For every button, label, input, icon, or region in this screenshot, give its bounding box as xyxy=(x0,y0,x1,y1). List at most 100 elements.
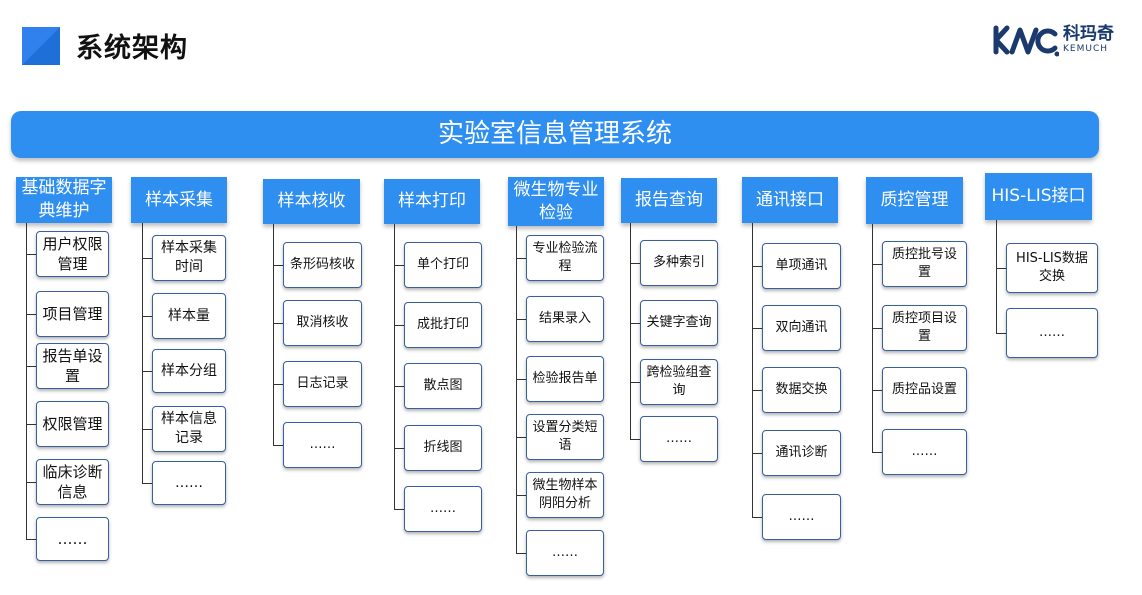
module-item: …… xyxy=(762,494,841,540)
tree-branch-line xyxy=(142,316,152,317)
module-item: 关键字查询 xyxy=(640,300,718,346)
tree-branch-line xyxy=(752,266,762,267)
module-item: 权限管理 xyxy=(36,401,109,447)
module-item: 报告单设置 xyxy=(36,343,109,389)
tree-branch-line xyxy=(872,328,882,329)
module-item: …… xyxy=(283,422,362,468)
tree-branch-line xyxy=(996,333,1006,334)
module-item: 质控批号设置 xyxy=(882,241,967,287)
module-header: HIS-LIS接口 xyxy=(985,173,1092,220)
brand-logo: 科玛奇 KEMUCH xyxy=(993,22,1114,58)
module-item: 折线图 xyxy=(404,425,482,471)
tree-branch-line xyxy=(394,265,404,266)
module-header: 基础数据字典维护 xyxy=(16,177,112,223)
module-item: 质控品设置 xyxy=(882,367,967,413)
module-header: 样本采集 xyxy=(131,177,227,223)
tree-branch-line xyxy=(394,386,404,387)
module-item: …… xyxy=(640,416,718,462)
kemuch-logo-icon xyxy=(993,25,1059,57)
tree-connector-line xyxy=(872,224,873,452)
tree-branch-line xyxy=(630,439,640,440)
module-item: …… xyxy=(152,461,226,505)
tree-branch-line xyxy=(26,314,36,315)
module-item: 检验报告单 xyxy=(526,356,604,402)
module-item: …… xyxy=(1006,308,1098,358)
tree-branch-line xyxy=(273,265,283,266)
system-title-banner: 实验室信息管理系统 xyxy=(11,111,1099,158)
module-item: 条形码核收 xyxy=(283,242,362,288)
tree-branch-line xyxy=(394,325,404,326)
tree-branch-line xyxy=(752,390,762,391)
tree-branch-line xyxy=(516,495,526,496)
tree-connector-line xyxy=(752,223,753,517)
tree-branch-line xyxy=(26,539,36,540)
module-item: 取消核收 xyxy=(283,300,362,346)
tree-branch-line xyxy=(26,366,36,367)
tree-branch-line xyxy=(516,319,526,320)
page-title: 系统架构 xyxy=(76,33,188,64)
module-item: …… xyxy=(36,517,109,561)
module-item: 单个打印 xyxy=(404,242,482,288)
module-header: 报告查询 xyxy=(621,178,717,223)
module-item: 成批打印 xyxy=(404,302,482,348)
module-item: 项目管理 xyxy=(36,291,109,337)
title-accent-icon xyxy=(22,27,60,65)
tree-branch-line xyxy=(142,258,152,259)
module-item: 散点图 xyxy=(404,363,482,409)
module-item: …… xyxy=(526,530,604,576)
module-header: 微生物专业检验 xyxy=(508,177,604,226)
module-item: 多种索引 xyxy=(640,240,718,286)
brand-name-cn: 科玛奇 xyxy=(1063,24,1114,44)
module-item: …… xyxy=(882,429,967,475)
tree-branch-line xyxy=(142,483,152,484)
tree-branch-line xyxy=(26,424,36,425)
tree-branch-line xyxy=(630,382,640,383)
tree-connector-line xyxy=(394,224,395,509)
tree-branch-line xyxy=(26,482,36,483)
module-item: 单项通讯 xyxy=(762,243,841,289)
module-item: HIS-LIS数据交换 xyxy=(1006,243,1098,293)
module-item: 质控项目设置 xyxy=(882,305,967,351)
tree-connector-line xyxy=(630,223,631,439)
tree-branch-line xyxy=(516,437,526,438)
module-header: 样本核收 xyxy=(263,179,360,224)
module-item: 临床诊断信息 xyxy=(36,459,109,505)
module-item: 用户权限管理 xyxy=(36,231,109,277)
tree-branch-line xyxy=(516,258,526,259)
module-item: 通讯诊断 xyxy=(762,430,841,476)
module-header: 通讯接口 xyxy=(742,177,838,223)
module-item: 专业检验流程 xyxy=(526,235,604,281)
tree-connector-line xyxy=(26,223,27,539)
module-item: 结果录入 xyxy=(526,296,604,342)
module-item: 数据交换 xyxy=(762,367,841,413)
tree-branch-line xyxy=(872,390,882,391)
tree-branch-line xyxy=(273,323,283,324)
tree-connector-line xyxy=(273,224,274,445)
module-item: 样本采集时间 xyxy=(152,235,226,281)
tree-branch-line xyxy=(752,328,762,329)
tree-branch-line xyxy=(273,384,283,385)
tree-branch-line xyxy=(872,264,882,265)
tree-branch-line xyxy=(996,268,1006,269)
tree-branch-line xyxy=(394,448,404,449)
module-item: 样本分组 xyxy=(152,349,226,393)
tree-branch-line xyxy=(142,429,152,430)
module-item: 微生物样本阴阳分析 xyxy=(526,472,604,518)
tree-branch-line xyxy=(26,254,36,255)
tree-branch-line xyxy=(516,379,526,380)
module-header: 样本打印 xyxy=(384,179,480,224)
tree-connector-line xyxy=(516,226,517,553)
module-item: 日志记录 xyxy=(283,361,362,407)
module-item: 样本信息记录 xyxy=(152,406,226,452)
tree-branch-line xyxy=(872,452,882,453)
tree-branch-line xyxy=(752,453,762,454)
module-item: 样本量 xyxy=(152,293,226,339)
module-item: 双向通讯 xyxy=(762,305,841,351)
tree-branch-line xyxy=(752,517,762,518)
tree-branch-line xyxy=(630,263,640,264)
tree-branch-line xyxy=(142,371,152,372)
tree-branch-line xyxy=(394,509,404,510)
tree-branch-line xyxy=(516,553,526,554)
tree-connector-line xyxy=(142,223,143,483)
module-header: 质控管理 xyxy=(866,177,963,224)
